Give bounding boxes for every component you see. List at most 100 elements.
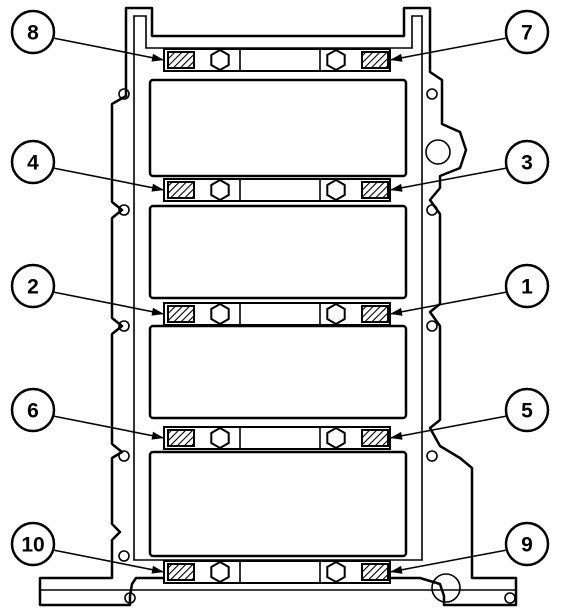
- bearing-cap-body: [163, 302, 391, 326]
- bearing-cap-5: [163, 560, 391, 584]
- callout-number: 4: [27, 152, 39, 175]
- callout-leader-line: [52, 37, 165, 61]
- bearing-cap-rows: [163, 48, 391, 584]
- boss-left-1: [118, 88, 130, 100]
- callout-number: 3: [521, 152, 533, 175]
- block-inner-outline: [133, 15, 423, 561]
- boss-right-3: [426, 320, 438, 332]
- callout-number: 5: [521, 400, 533, 423]
- rail-hole-left: [124, 592, 136, 604]
- bearing-cap-body: [163, 560, 391, 584]
- callout-number: 10: [21, 534, 44, 557]
- bearing-shim-right: [361, 305, 389, 323]
- callout-leader-line: [389, 167, 508, 191]
- callout-number: 6: [27, 400, 39, 423]
- boss-left-4: [118, 450, 130, 462]
- callout-circle: [10, 263, 56, 309]
- bolt-head-right-icon: [326, 48, 346, 72]
- callout-circle: [10, 9, 56, 55]
- boss-left-5: [118, 550, 130, 562]
- callout-circle: [504, 9, 550, 55]
- callout-9: 9: [389, 521, 550, 574]
- block-outer-outline: [38, 6, 518, 607]
- callout-labels: 8 7 4 3 2 1 6 5 10 9: [10, 9, 550, 574]
- boss-left-3: [118, 320, 130, 332]
- callout-3: 3: [389, 139, 550, 192]
- callout-arrowhead-icon: [151, 565, 164, 574]
- side-bosses: [118, 88, 516, 604]
- callout-4: 4: [10, 139, 165, 192]
- callout-circle: [504, 263, 550, 309]
- callout-circle: [10, 521, 56, 567]
- callout-circle: [504, 387, 550, 433]
- bolt-head-right-icon: [326, 426, 346, 450]
- callout-6: 6: [10, 387, 165, 440]
- dowel-hole-lower: [431, 573, 461, 603]
- bolt-head-left-icon: [210, 302, 230, 326]
- callout-leader-line: [389, 415, 508, 439]
- callout-8: 8: [10, 9, 165, 62]
- cavity-4: [148, 450, 408, 558]
- callout-circle: [504, 521, 550, 567]
- callout-number: 7: [521, 22, 533, 45]
- dowel-hole-upper: [425, 139, 451, 165]
- rail-hole-right: [504, 592, 516, 604]
- bolt-head-left-icon: [210, 426, 230, 450]
- callout-circle: [10, 387, 56, 433]
- bearing-cap-3: [163, 302, 391, 326]
- bearing-cap-body: [163, 178, 391, 202]
- bearing-shim-right: [361, 563, 389, 581]
- callout-circle: [10, 139, 56, 185]
- boss-right-4: [426, 450, 438, 462]
- callout-number: 9: [521, 534, 533, 557]
- bolt-head-left-icon: [210, 560, 230, 584]
- callout-arrowhead-icon: [390, 307, 403, 316]
- callout-leader-line: [52, 291, 165, 315]
- callout-2: 2: [10, 263, 165, 316]
- cavity-1: [148, 78, 408, 178]
- cavity-3: [148, 324, 408, 420]
- bearing-cap-body: [163, 426, 391, 450]
- callout-number: 1: [521, 276, 533, 299]
- bolt-head-right-icon: [326, 560, 346, 584]
- callout-arrowhead-icon: [151, 431, 164, 440]
- callout-leader-line: [52, 549, 165, 573]
- callout-1: 1: [389, 263, 550, 316]
- bearing-shim-left: [167, 51, 195, 69]
- bearing-cap-1: [163, 48, 391, 72]
- bearing-shim-right: [361, 51, 389, 69]
- callout-leader-line: [52, 167, 165, 191]
- bolt-head-right-icon: [326, 178, 346, 202]
- callout-leader-line: [389, 291, 508, 315]
- callout-arrowhead-icon: [151, 53, 164, 62]
- bearing-shim-right: [361, 181, 389, 199]
- callout-leader-line: [52, 415, 165, 439]
- bolt-head-left-icon: [210, 178, 230, 202]
- callout-5: 5: [389, 387, 550, 440]
- boss-left-2: [118, 204, 130, 216]
- bearing-shim-left: [167, 181, 195, 199]
- bearing-cap-4: [163, 426, 391, 450]
- boss-right-2: [426, 204, 438, 216]
- callout-7: 7: [389, 9, 550, 62]
- bolt-head-left-icon: [210, 48, 230, 72]
- callout-arrowhead-icon: [390, 431, 403, 440]
- callout-leader-line: [389, 37, 508, 61]
- bearing-shim-left: [167, 429, 195, 447]
- callout-10: 10: [10, 521, 165, 574]
- callout-arrowhead-icon: [151, 307, 164, 316]
- callout-arrowhead-icon: [390, 53, 403, 62]
- bearing-cap-body: [163, 48, 391, 72]
- bearing-shim-left: [167, 563, 195, 581]
- callout-arrowhead-icon: [151, 183, 164, 192]
- callout-arrowhead-icon: [390, 183, 403, 192]
- callout-number: 8: [27, 22, 39, 45]
- callout-leader-line: [389, 549, 508, 573]
- bearing-shim-left: [167, 305, 195, 323]
- bearing-cap-2: [163, 178, 391, 202]
- cavity-2: [148, 204, 408, 300]
- boss-right-1: [426, 88, 438, 100]
- bearing-shim-right: [361, 429, 389, 447]
- callout-arrowhead-icon: [390, 565, 403, 574]
